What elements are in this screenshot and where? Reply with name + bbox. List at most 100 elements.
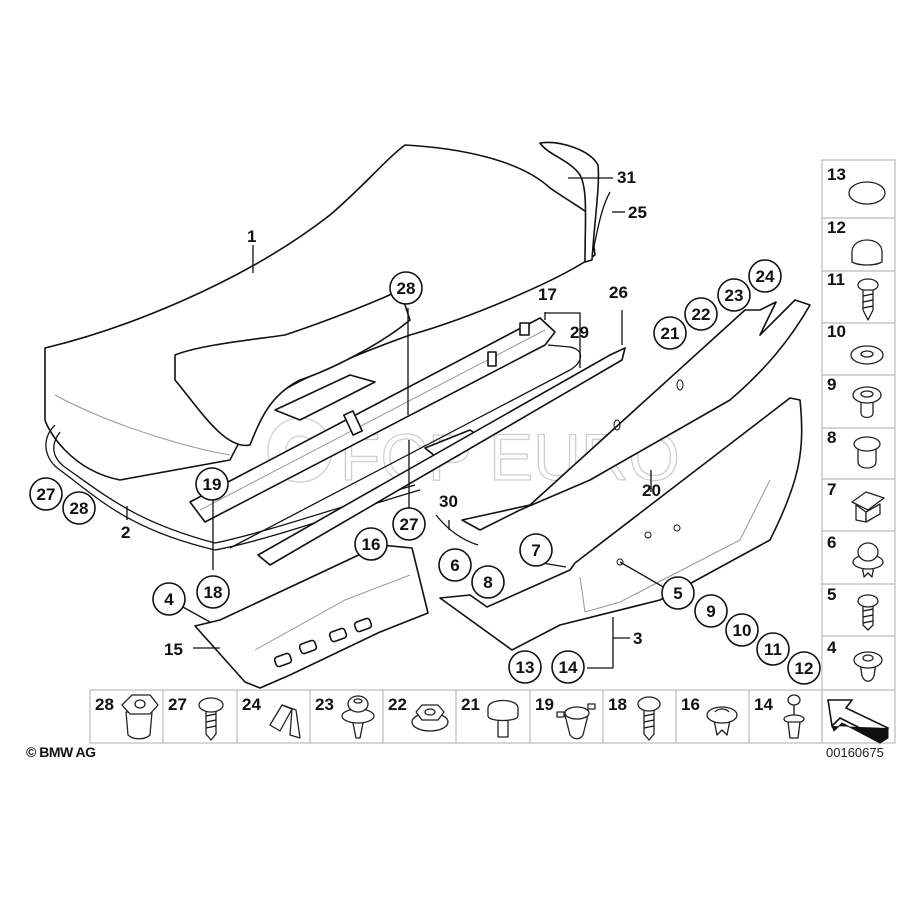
callout-12[interactable]: 12 [787,651,821,685]
svg-text:11: 11 [764,640,782,659]
svg-text:7: 7 [827,480,836,499]
callout-4[interactable]: 4 [152,582,186,616]
square-clip-icon [851,491,885,523]
bottom-cell-21[interactable]: 21 [461,695,519,738]
callout-27[interactable]: 27 [392,507,426,541]
callout-23[interactable]: 23 [717,278,751,312]
callout-22[interactable]: 22 [684,297,718,331]
callout-7[interactable]: 7 [519,533,553,567]
spreader-rivet-icon [783,694,805,739]
callout-14[interactable]: 14 [551,650,585,684]
svg-text:24: 24 [242,695,261,714]
callout-18[interactable]: 18 [196,575,230,609]
callout-6[interactable]: 6 [438,548,472,582]
label-29: 29 [570,323,589,342]
svg-text:19: 19 [535,695,554,714]
svg-text:24: 24 [756,267,775,286]
hex-nut-icon [411,704,449,732]
callout-11[interactable]: 11 [756,632,790,666]
circled-callouts: 28 19 18 4 16 27 27 28 21 22 23 24 7 6 8… [29,259,821,685]
callout-9[interactable]: 9 [694,594,728,628]
collar-screw-icon [198,697,224,741]
part-trunk-lid [44,144,596,481]
label-30: 30 [439,492,458,511]
svg-text:9: 9 [706,602,715,621]
tapping-screw-icon [637,696,661,741]
side-parts-panel: 13 12 11 10 9 [821,159,896,744]
svg-text:23: 23 [315,695,334,714]
side-cell-13[interactable]: 13 [827,165,886,205]
label-25: 25 [628,203,647,222]
bottom-cell-16[interactable]: 16 [681,695,738,736]
bottom-cell-24[interactable]: 24 [242,695,301,739]
side-cell-9[interactable]: 9 [827,375,882,419]
diagram-id: 00160675 [826,745,884,760]
bottom-cell-18[interactable]: 18 [608,695,661,741]
svg-text:16: 16 [681,695,700,714]
svg-text:28: 28 [95,695,114,714]
side-cell-10[interactable]: 10 [827,322,884,365]
svg-text:4: 4 [827,638,837,657]
svg-text:27: 27 [168,695,187,714]
callout-28[interactable]: 28 [389,271,423,305]
callout-16[interactable]: 16 [354,527,388,561]
bottom-cell-27[interactable]: 27 [168,695,224,741]
cap-ring-icon [848,181,886,205]
svg-text:16: 16 [362,535,381,554]
stud-bolt-icon [487,699,519,738]
dome-cap-icon [851,239,883,266]
bottom-cell-14[interactable]: 14 [754,694,805,739]
callout-10[interactable]: 10 [725,613,759,647]
side-cell-5[interactable]: 5 [827,585,879,631]
collar-screw-icon [857,594,879,631]
callout-24[interactable]: 24 [748,259,782,293]
tapping-screw-icon [857,278,879,321]
svg-text:14: 14 [559,658,578,677]
svg-text:8: 8 [827,428,836,447]
svg-text:13: 13 [516,658,535,677]
svg-text:28: 28 [397,279,416,298]
svg-text:4: 4 [164,590,174,609]
callout-5[interactable]: 5 [661,576,695,610]
label-1: 1 [247,227,256,246]
washer-icon [850,345,884,365]
svg-text:27: 27 [37,485,56,504]
clip-holder-icon [556,703,596,740]
svg-text:6: 6 [827,533,836,552]
svg-text:19: 19 [203,475,222,494]
svg-text:10: 10 [827,322,846,341]
clip-nut-icon [853,651,883,682]
side-cell-7[interactable]: 7 [827,480,885,523]
svg-text:9: 9 [827,375,836,394]
part-spoiler [539,141,611,263]
label-17: 17 [538,285,557,304]
side-cell-orientation[interactable] [827,699,890,744]
bottom-cell-28[interactable]: 28 [95,694,159,740]
callout-13[interactable]: 13 [508,650,542,684]
callout-8[interactable]: 8 [471,565,505,599]
bottom-cell-23[interactable]: 23 [315,695,375,739]
svg-text:14: 14 [754,695,773,714]
bottom-cell-19[interactable]: 19 [535,695,596,740]
copyright-notice: © BMW AG [26,744,96,760]
svg-text:8: 8 [483,573,492,592]
side-cell-8[interactable]: 8 [827,428,881,469]
svg-text:12: 12 [827,218,846,237]
svg-text:21: 21 [461,695,480,714]
callout-27-left[interactable]: 27 [29,477,63,511]
push-rivet-icon [852,542,884,578]
side-cell-6[interactable]: 6 [827,533,884,578]
side-cell-11[interactable]: 11 [827,270,879,321]
svg-text:10: 10 [733,621,752,640]
push-rivet-icon [706,706,738,736]
side-cell-12[interactable]: 12 [827,218,883,266]
callout-21[interactable]: 21 [653,316,687,350]
bottom-cell-22[interactable]: 22 [388,695,449,732]
label-26: 26 [609,283,628,302]
speed-nut-icon [121,694,159,740]
callout-28-left[interactable]: 28 [62,491,96,525]
side-cell-4[interactable]: 4 [827,638,883,682]
svg-text:23: 23 [725,286,744,305]
callout-19[interactable]: 19 [195,467,229,501]
